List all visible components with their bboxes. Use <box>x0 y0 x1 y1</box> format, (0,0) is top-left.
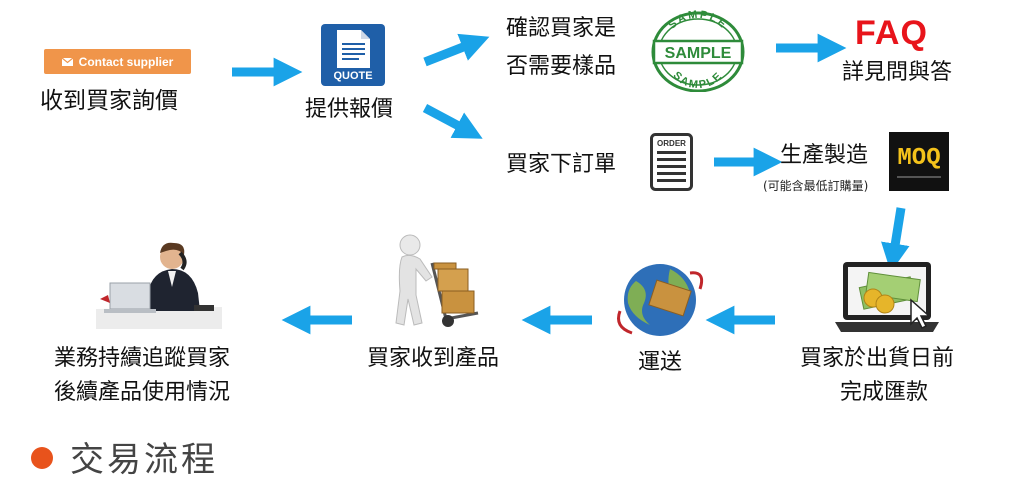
step-buyer-order: 買家下訂單 <box>506 152 617 177</box>
step-provide-quote: 提供報價 <box>305 97 394 122</box>
quote-document-icon: QUOTE <box>321 24 385 86</box>
moq-label: MOQ <box>897 145 941 172</box>
laptop-payment-icon <box>833 252 941 338</box>
globe-shipping-icon <box>610 259 710 341</box>
step-payment-line2: 完成匯款 <box>840 380 929 405</box>
step-shipping: 運送 <box>638 350 683 375</box>
faq-title: FAQ <box>855 14 928 52</box>
legend-title: 交易流程 <box>70 440 218 480</box>
envelope-icon <box>61 57 73 66</box>
step-followup-line2: 後續產品使用情況 <box>54 380 231 405</box>
sample-stamp-icon: SAMPLE SAMPLE SAMPLE <box>650 9 746 93</box>
delivery-hand-truck-icon <box>392 233 484 329</box>
order-icon-label: ORDER <box>657 139 686 148</box>
sample-stamp-top: SAMPLE <box>666 9 727 32</box>
arrow-quote-to-sample <box>423 33 490 67</box>
sample-stamp-center: SAMPLE <box>665 45 732 62</box>
step-payment-line1: 買家於出貨日前 <box>800 346 955 371</box>
step-production-note: (可能含最低訂購量) <box>763 179 869 193</box>
step-receive-product: 買家收到產品 <box>367 346 500 371</box>
step-confirm-sample-line1: 確認買家是 <box>506 16 617 41</box>
order-form-icon: ORDER <box>650 133 693 191</box>
svg-text:SAMPLE: SAMPLE <box>666 10 729 32</box>
arrow-quote-to-order <box>422 104 483 139</box>
step-receive-inquiry: 收到買家詢價 <box>40 88 178 114</box>
step-confirm-sample-line2: 否需要樣品 <box>506 54 617 79</box>
contact-supplier-label: Contact supplier <box>78 54 174 69</box>
legend-dot <box>31 447 53 469</box>
moq-logo-icon: MOQ <box>889 132 949 191</box>
businessman-phone-icon <box>96 233 222 329</box>
arrow-production-to-payment <box>881 207 910 273</box>
step-production: 生產製造 <box>780 143 869 168</box>
quote-icon-label: QUOTE <box>333 70 373 82</box>
contact-supplier-button[interactable]: Contact supplier <box>44 49 191 74</box>
faq-caption: 詳見問與答 <box>842 60 953 85</box>
step-followup-line1: 業務持續追蹤買家 <box>54 346 231 371</box>
